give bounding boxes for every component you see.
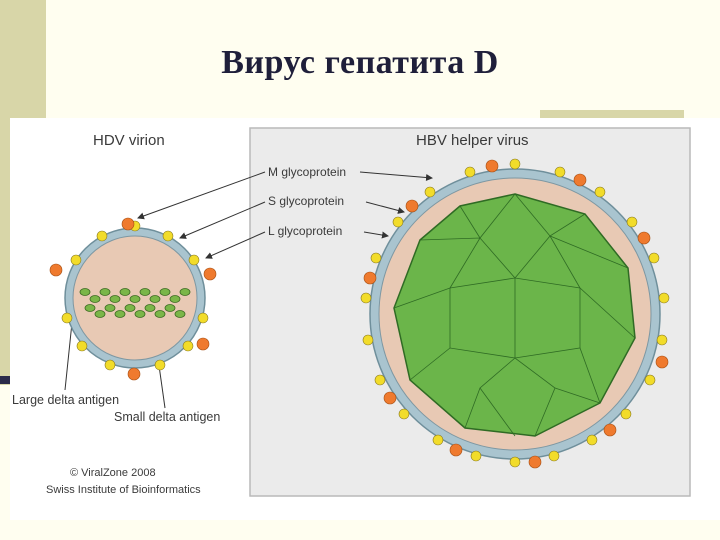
title-accent-rule [540,110,684,118]
virus-diagram: HDV virion HBV helper virus M glycoprote… [10,118,720,520]
s-glycoprotein-label: S glycoprotein [268,194,344,208]
slide-title: Вирус гепатита D [221,44,499,81]
hbv-virion [360,158,670,469]
hdv-virion [49,217,217,381]
l-glycoprotein-label: L glycoprotein [268,224,342,238]
hbv-title: HBV helper virus [416,132,529,149]
small-delta-antigen-label: Small delta antigen [114,410,220,424]
credit-line-1: © ViralZone 2008 [70,467,156,479]
virus-diagram-svg: HDV virion HBV helper virus M glycoprote… [12,127,691,497]
credit-line-2: Swiss Institute of Bioinformatics [46,484,201,496]
m-glycoprotein-label: M glycoprotein [268,165,346,179]
hdv-title: HDV virion [93,132,165,149]
large-delta-antigen-label: Large delta antigen [12,393,119,407]
